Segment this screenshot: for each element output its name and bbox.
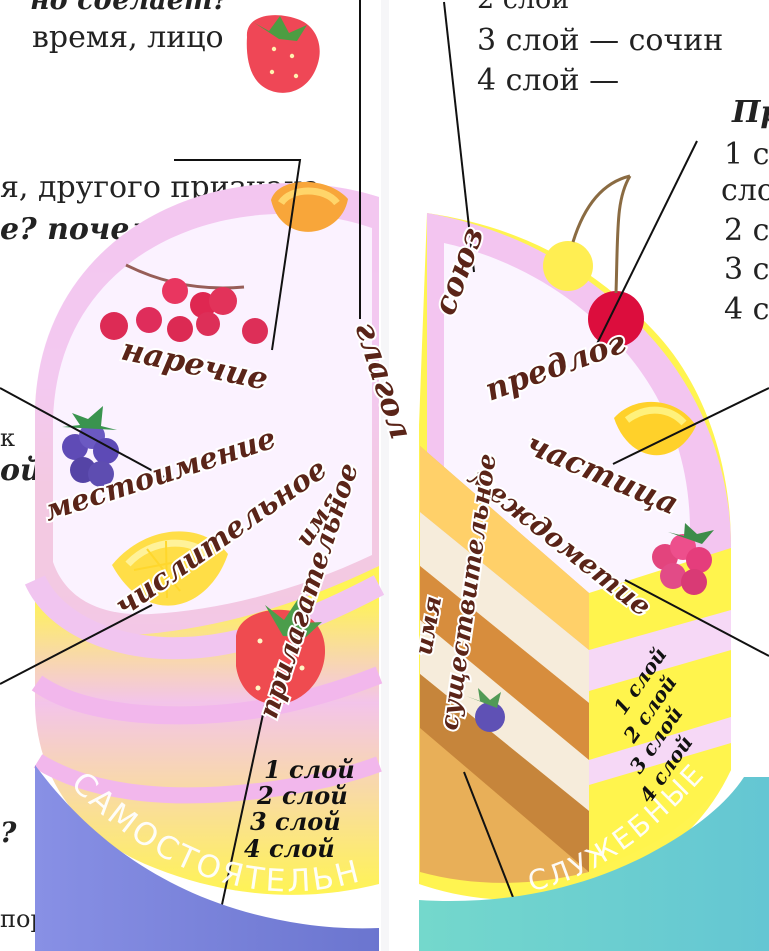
left-text-line-7: ?	[0, 816, 17, 849]
left-layer-2: 2 слой	[256, 781, 348, 810]
right-text-line-8: 3 с	[724, 252, 769, 287]
left-text-line-5: к	[0, 424, 15, 452]
left-layer-4: 4 слой	[244, 834, 335, 863]
right-text-line-9: 4 с	[724, 292, 769, 327]
left-text-line-2: время, лицо	[32, 20, 224, 55]
right-text-line-2: 3 слой — сочин	[477, 23, 723, 58]
left-layer-3: 3 слой	[250, 807, 341, 836]
right-text-line-1: 2 слой	[477, 0, 569, 15]
strawberry-icon	[247, 15, 320, 93]
right-text-line-5: 1 с	[724, 137, 769, 172]
right-text-line-4: Пр	[731, 95, 769, 130]
left-layer-1: 1 слой	[264, 755, 355, 784]
right-text-line-3: 4 слой —	[477, 63, 619, 98]
left-text-line-1: но сделает?	[30, 0, 229, 16]
right-text-line-6: сло	[721, 173, 769, 208]
page-gutter	[381, 0, 389, 951]
right-text-line-7: 2 с	[724, 213, 769, 248]
